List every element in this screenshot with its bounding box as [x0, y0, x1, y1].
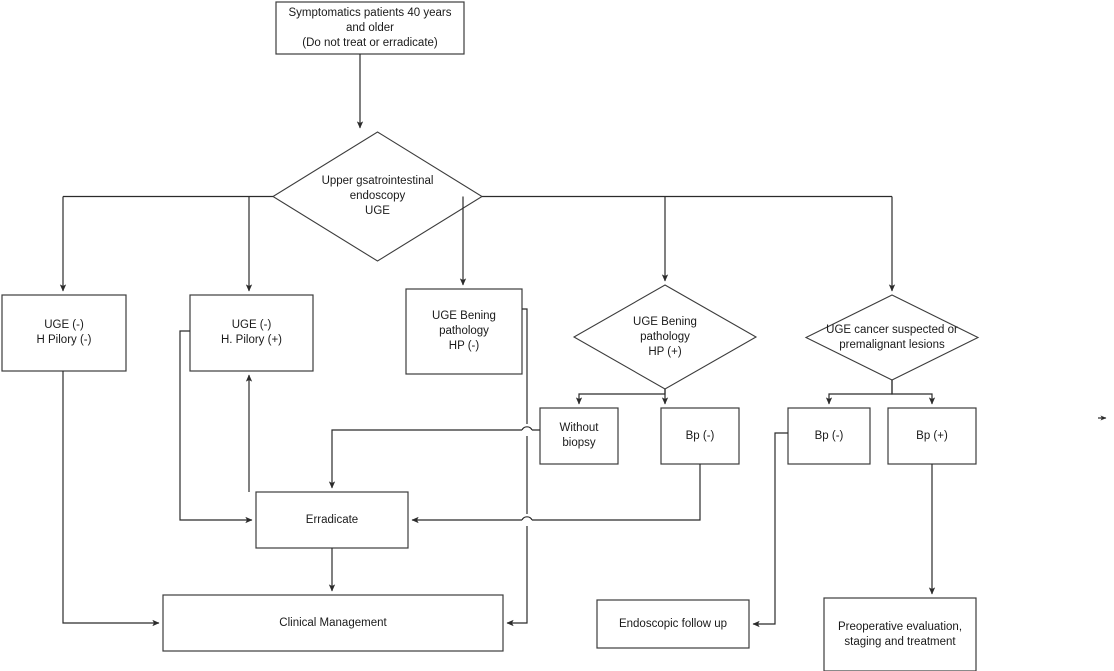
edge-benign-hp-neg-to-clinical-management [507, 308, 528, 623]
edge-jump-arc-bp-neg-mid [521, 516, 533, 521]
node-bp-pos[interactable] [887, 407, 977, 465]
edge-benign-hp-pos-stem [575, 389, 666, 405]
node-endoscopic-follow-up[interactable] [596, 599, 750, 649]
edge-cancer-to-bp-neg-right [825, 380, 893, 405]
node-upper-gastrointestinal-endoscopy[interactable] [271, 131, 484, 262]
edge-cancer-to-bp-pos [891, 380, 936, 405]
node-uge-neg-hpylori-pos[interactable] [189, 294, 314, 372]
node-erradicate[interactable] [255, 491, 409, 549]
node-bp-neg-middle[interactable] [660, 407, 740, 465]
node-uge-neg-hpylori-neg[interactable] [1, 294, 127, 372]
edge-bp-neg-right-to-endoscopic-follow-up [752, 432, 788, 628]
node-preoperative-evaluation[interactable] [823, 597, 977, 671]
node-clinical-management[interactable] [162, 594, 504, 652]
edge-bp-neg-mid-to-erradicate [412, 464, 701, 520]
node-bp-neg-right[interactable] [787, 407, 871, 465]
node-without-biopsy[interactable] [539, 407, 619, 465]
edge-without-biopsy-to-erradicate [332, 429, 540, 488]
edge-uge-neg-hpylori-neg-to-clinical-management [62, 371, 160, 627]
node-start[interactable] [275, 1, 465, 55]
edge-jump-arc-without-biopsy [521, 426, 533, 431]
edge-uge-neg-hpylori-pos-to-erradicate [179, 330, 253, 524]
node-benign-pathology-hp-neg[interactable] [405, 288, 523, 375]
node-benign-pathology-hp-pos[interactable] [572, 284, 758, 390]
node-cancer-suspected[interactable] [804, 294, 980, 381]
